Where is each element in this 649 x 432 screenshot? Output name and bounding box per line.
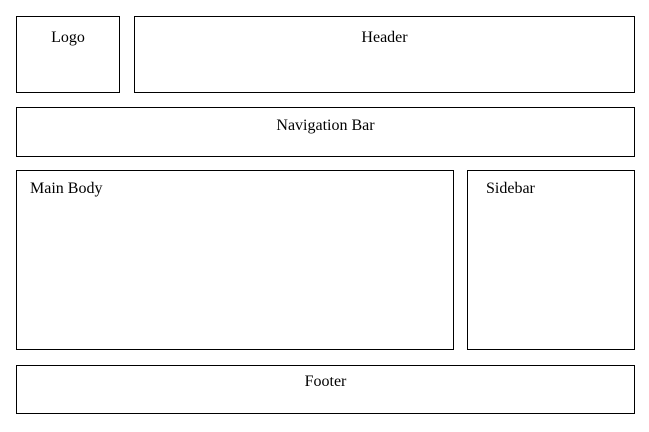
main-body-label: Main Body — [30, 180, 103, 197]
sidebar-label: Sidebar — [486, 180, 535, 197]
sidebar-box: Sidebar — [467, 170, 635, 350]
main-body-box: Main Body — [16, 170, 454, 350]
logo-label: Logo — [51, 29, 85, 46]
navigation-bar-label: Navigation Bar — [276, 117, 375, 134]
footer-label: Footer — [304, 373, 347, 390]
footer-box: Footer — [16, 365, 635, 414]
navigation-bar-box: Navigation Bar — [16, 107, 635, 157]
header-box: Header — [134, 16, 635, 93]
logo-box: Logo — [16, 16, 120, 93]
header-label: Header — [361, 29, 408, 46]
